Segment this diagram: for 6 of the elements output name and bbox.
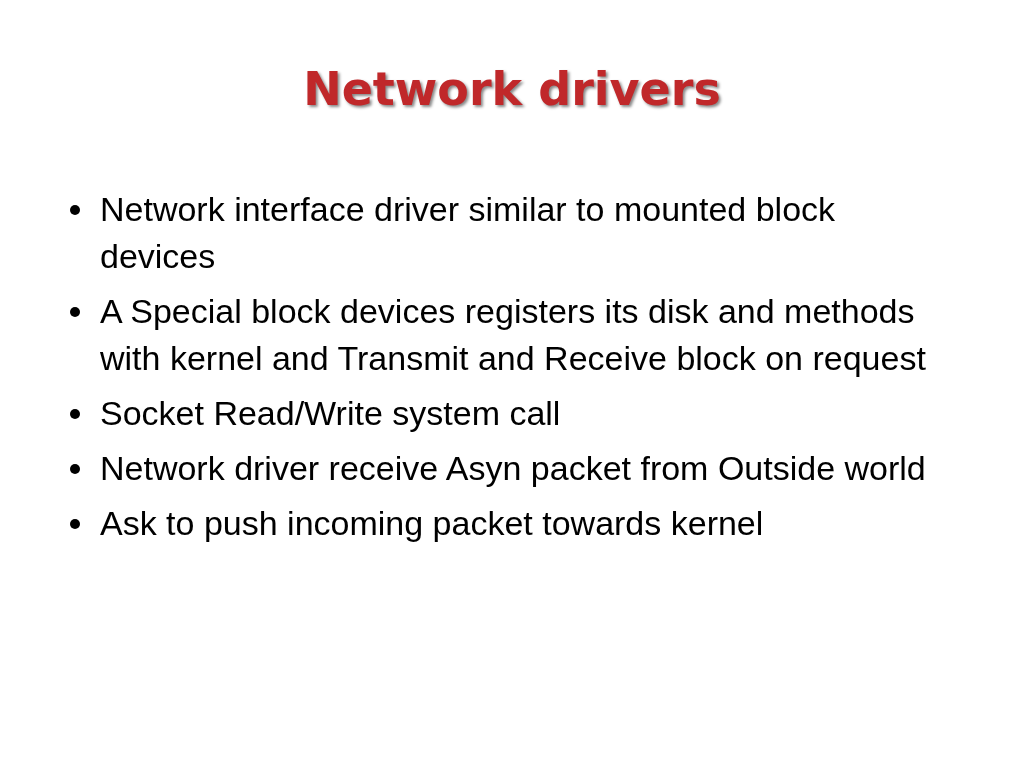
slide-title: Network drivers bbox=[303, 62, 721, 116]
bullet-text: A Special block devices registers its disk and methods with kernel and Transmit and Receive block on request bbox=[100, 292, 926, 377]
bullet-text: Socket Read/Write system call bbox=[100, 394, 561, 432]
bullet-text: Network driver receive Asyn packet from Outside world bbox=[100, 449, 926, 487]
bullet-text: Network interface driver similar to mounted block devices bbox=[100, 190, 836, 275]
bullet-text: Ask to push incoming packet towards kernel bbox=[100, 504, 764, 542]
